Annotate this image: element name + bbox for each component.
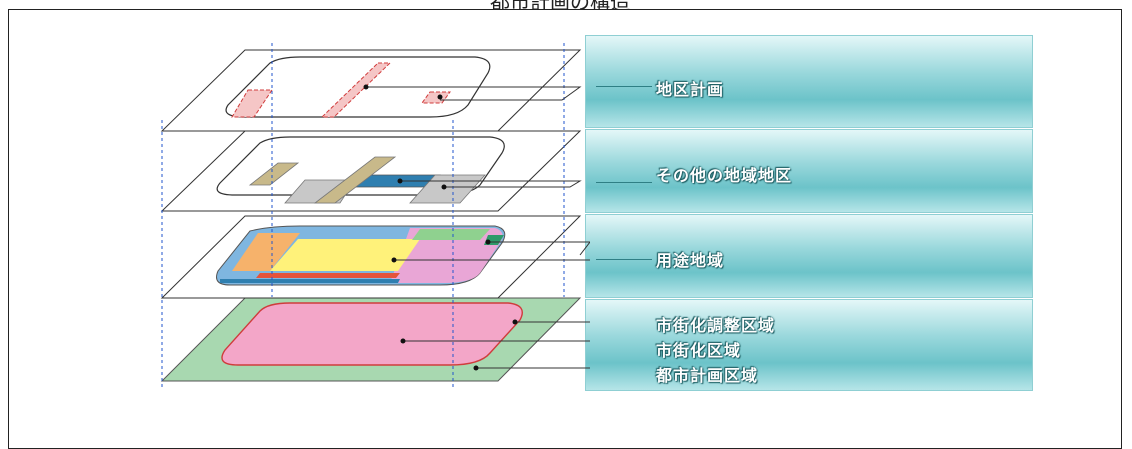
zone-label-urbanization: 市街化区域: [656, 341, 742, 360]
leader-line-other-districts: [400, 180, 582, 188]
use-zones-plane: [160, 215, 582, 299]
use-zone-yellow: [270, 239, 420, 271]
pointer-dot: [485, 239, 491, 245]
layer-label-district-plan: 地区計画: [656, 80, 725, 99]
pointer-dot: [391, 257, 397, 263]
use-zone-red-strip: [256, 273, 400, 278]
zone-label-urbanization-control: 市街化調整区域: [656, 316, 776, 335]
layer-diagram: [160, 43, 590, 390]
layer-label-use-zones: 用途地域: [656, 251, 725, 270]
panel-zones: 市街化調整区域 市街化区域 都市計画区域: [585, 299, 1033, 391]
leader-line-district-plan: [366, 86, 582, 101]
guide-lines: [161, 43, 565, 390]
pointer-dot: [441, 184, 447, 190]
leader-line-use-zones-2: [488, 241, 590, 256]
pointer-dots: [363, 84, 518, 371]
district-plan-plane: [160, 49, 582, 132]
zone-label-planning-area: 都市計画区域: [656, 366, 759, 385]
pointer-dot: [400, 338, 406, 344]
use-zone-pink: [390, 228, 503, 283]
pointer-dot: [512, 319, 518, 325]
panel-underline: [596, 259, 652, 260]
other-districts-plane: [160, 130, 582, 212]
district-gray-right: [409, 174, 486, 204]
pointer-dot: [397, 178, 403, 184]
panel-underline: [596, 182, 652, 183]
pointer-dot: [363, 84, 369, 90]
panel-district-plan: 地区計画: [585, 35, 1033, 128]
pointer-dot: [473, 365, 479, 371]
use-zone-green: [412, 229, 490, 240]
layer-district-plan: [160, 49, 582, 132]
leader-lines: [366, 86, 590, 369]
panel-underline: [596, 86, 652, 87]
layer-planning-area: [160, 297, 582, 382]
pointer-dot: [437, 94, 443, 100]
layer-other-districts: [160, 130, 582, 212]
layer-label-other-districts: その他の地域地区: [656, 166, 793, 185]
use-zone-blue-strip: [220, 279, 400, 283]
use-zone-orange: [232, 233, 300, 271]
panel-other-districts: その他の地域地区: [585, 129, 1033, 213]
page-title: 都市計画の構造: [380, 0, 740, 10]
layer-use-zones: [160, 215, 582, 299]
district-plan-area-left: [231, 89, 273, 118]
district-tan-diagonal: [313, 156, 397, 204]
district-plan-area-center: [320, 62, 392, 118]
urbanization-area-shape: [221, 302, 523, 366]
district-tan-left: [248, 162, 300, 186]
panel-use-zones: 用途地域: [585, 214, 1033, 298]
